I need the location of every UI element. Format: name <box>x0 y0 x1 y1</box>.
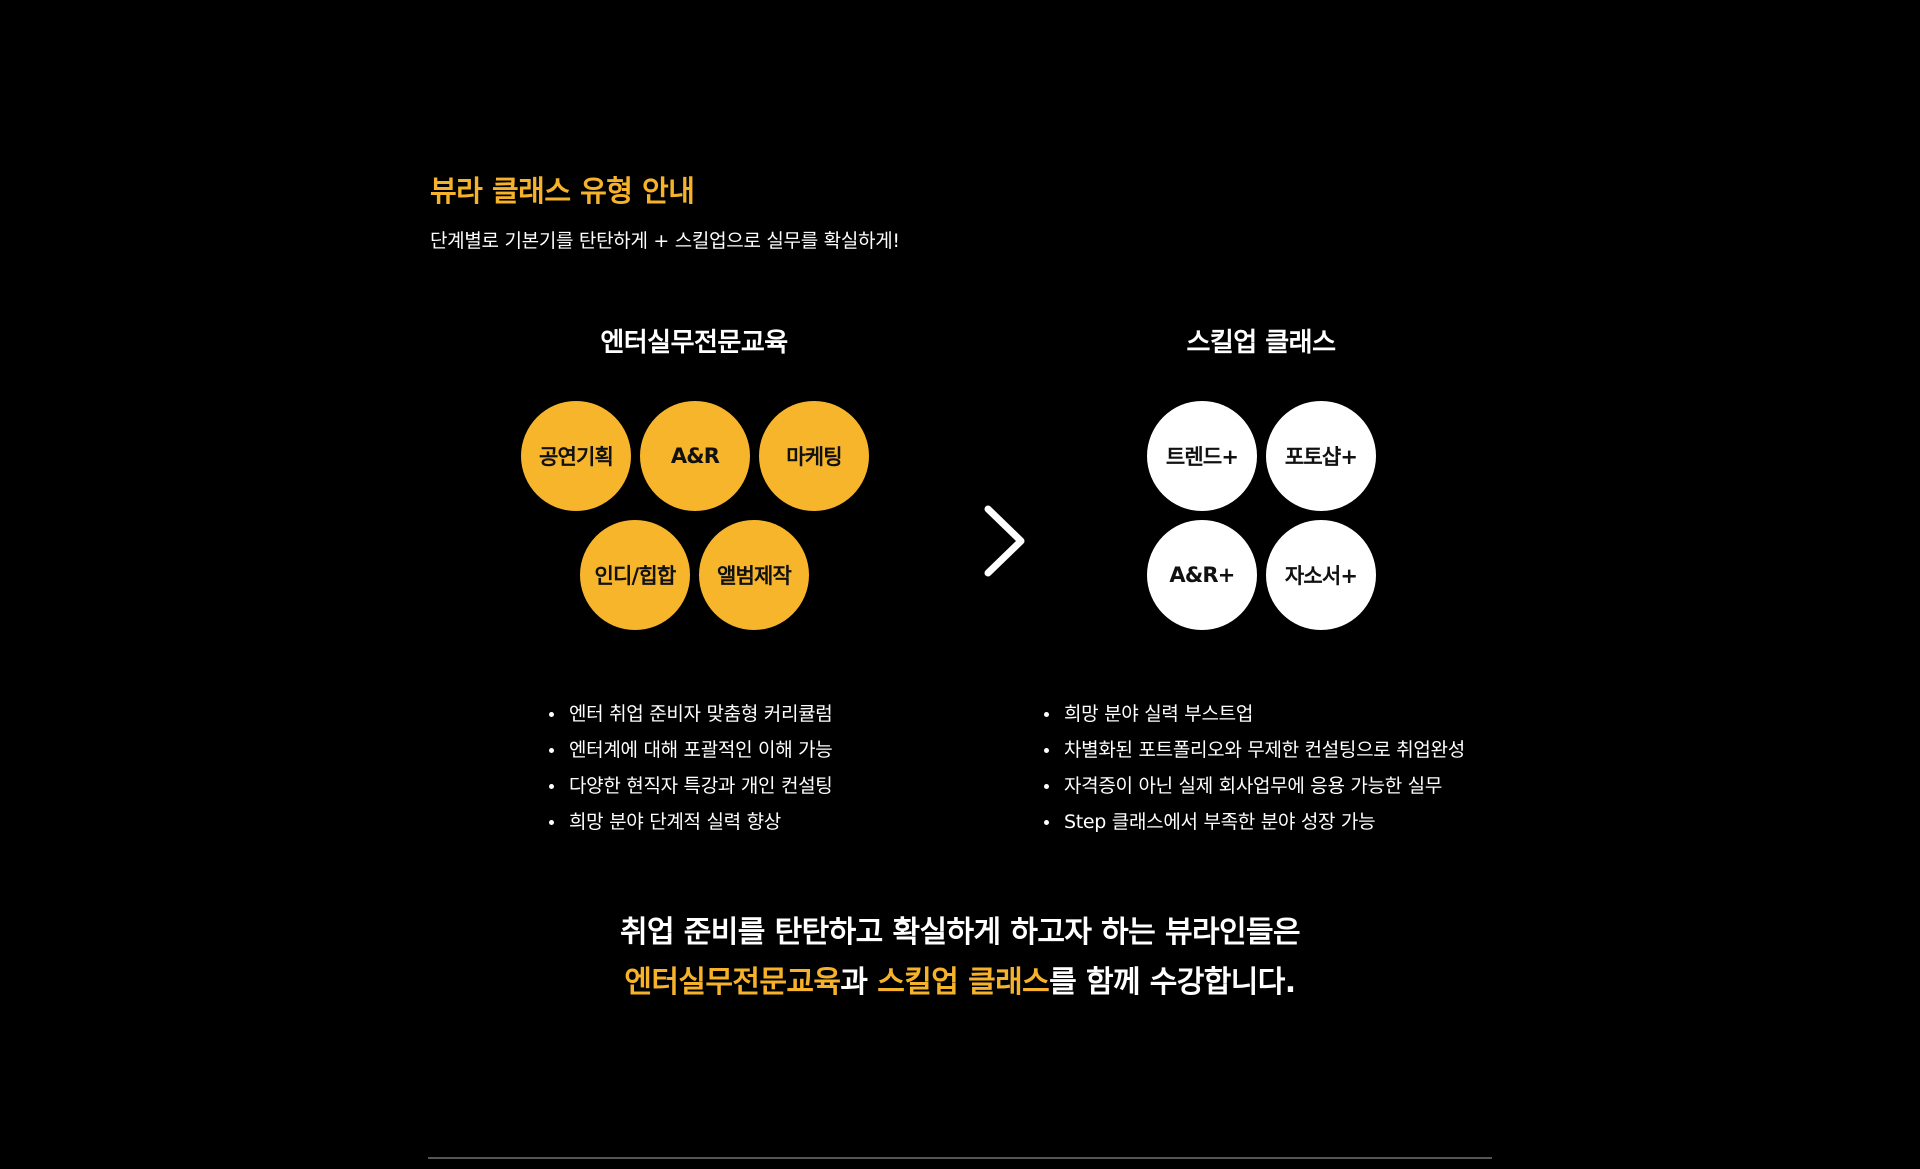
summary-statement: 취업 준비를 탄탄하고 확실하게 하고자 하는 뷰라인들은 엔터실무전문교육과 … <box>0 908 1920 1008</box>
list-item: 희망 분야 단계적 실력 향상 <box>549 804 832 840</box>
summary-line-2-end: 를 함께 수강합니다. <box>1049 965 1296 1000</box>
class-circle-photoshop-plus: 포토샵+ <box>1266 401 1376 511</box>
class-circle-anr-plus: A&R+ <box>1147 520 1257 630</box>
summary-highlight-enter-practical: 엔터실무전문교육 <box>624 965 841 1000</box>
list-item: 차별화된 포트폴리오와 무제한 컨설팅으로 취업완성 <box>1044 732 1465 768</box>
column-heading-enter-practical: 엔터실무전문교육 <box>600 328 788 358</box>
list-item: 엔터 취업 준비자 맞춤형 커리큘럼 <box>549 696 833 732</box>
class-circle-album-production: 앨범제작 <box>699 520 809 630</box>
section-title: 뷰라 클래스 유형 안내 <box>430 174 695 208</box>
class-circle-performance-planning: 공연기획 <box>521 401 631 511</box>
section-subtitle: 단계별로 기본기를 탄탄하게 + 스킬업으로 실무를 확실하게! <box>430 230 900 252</box>
class-circle-resume-plus: 자소서+ <box>1266 520 1376 630</box>
list-item: Step 클래스에서 부족한 분야 성장 가능 <box>1044 804 1465 840</box>
summary-highlight-skillup: 스킬업 클래스 <box>877 965 1050 1000</box>
list-item: 희망 분야 실력 부스트업 <box>1044 696 1465 732</box>
class-circle-trend-plus: 트렌드+ <box>1147 401 1257 511</box>
class-circle-anr: A&R <box>640 401 750 511</box>
summary-line-1: 취업 준비를 탄탄하고 확실하게 하고자 하는 뷰라인들은 <box>619 915 1301 950</box>
summary-connector: 과 <box>840 965 878 1000</box>
section-divider <box>428 1157 1492 1159</box>
class-circle-marketing: 마케팅 <box>759 401 869 511</box>
list-item: 다양한 현직자 특강과 개인 컨설팅 <box>549 768 833 804</box>
right-arrow-icon <box>896 505 1025 577</box>
summary-line-2: 엔터실무전문교육과 스킬업 클래스를 함께 수강합니다. <box>0 958 1920 1008</box>
list-item: 엔터계에 대해 포괄적인 이해 가능 <box>549 732 833 768</box>
enter-practical-feature-list: 엔터 취업 준비자 맞춤형 커리큘럼 엔터계에 대해 포괄적인 이해 가능 다양… <box>549 696 833 840</box>
column-heading-skillup: 스킬업 클래스 <box>1186 328 1336 358</box>
class-circle-indie-hiphop: 인디/힙합 <box>580 520 690 630</box>
list-item: 자격증이 아닌 실제 회사업무에 응용 가능한 실무 <box>1044 768 1465 804</box>
skillup-feature-list: 희망 분야 실력 부스트업 차별화된 포트폴리오와 무제한 컨설팅으로 취업완성… <box>1044 696 1465 840</box>
